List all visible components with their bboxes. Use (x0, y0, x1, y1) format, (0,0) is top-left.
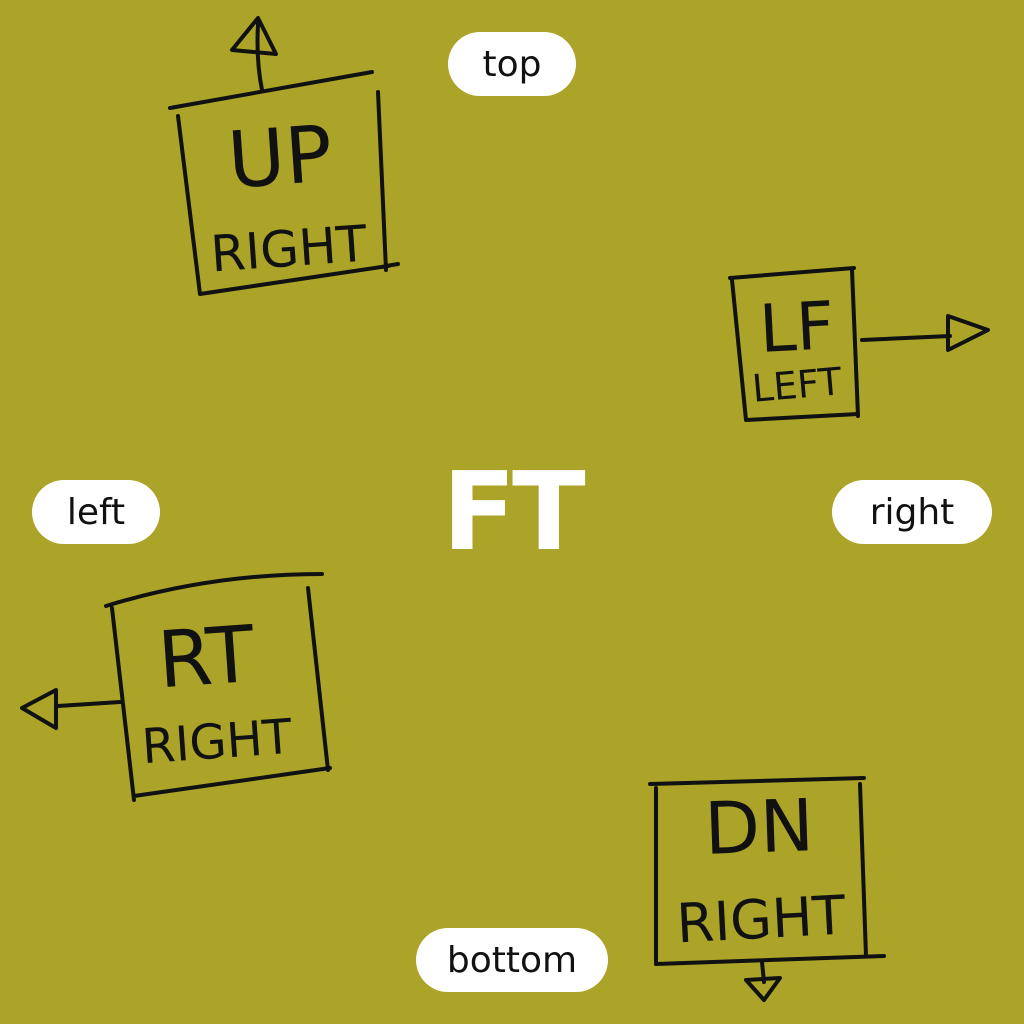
edge-label-left-text: left (66, 491, 126, 533)
box-rt: RT RIGHT (20, 572, 332, 802)
center-label: FT (442, 449, 585, 575)
box-rt-subtitle: RIGHT (140, 709, 294, 775)
box-dn: DN RIGHT (648, 776, 886, 1002)
box-dn-subtitle: RIGHT (675, 884, 848, 956)
box-up: UP RIGHT (168, 16, 400, 296)
edge-label-right: right (832, 480, 992, 544)
box-rt-frame (104, 572, 332, 802)
edge-label-top-text: top (482, 43, 542, 85)
arrow-left-icon (20, 688, 122, 730)
arrow-down-icon (744, 960, 782, 1002)
box-rt-title: RT (155, 610, 258, 707)
box-dn-title: DN (703, 783, 815, 871)
edge-label-bottom-text: bottom (446, 939, 578, 981)
box-lf-title: LF (757, 287, 836, 368)
box-up-subtitle: RIGHT (209, 215, 369, 284)
edge-label-right-text: right (869, 491, 955, 533)
edge-label-left: left (32, 480, 160, 544)
box-lf: LF LEFT (728, 266, 990, 422)
arrow-right-icon (860, 314, 990, 352)
arrow-up-icon (230, 16, 278, 92)
box-lf-subtitle: LEFT (750, 359, 844, 411)
box-up-frame (168, 70, 400, 296)
edge-label-bottom: bottom (416, 928, 608, 992)
edge-label-top: top (448, 32, 576, 96)
box-lf-frame (728, 266, 860, 422)
box-up-title: UP (225, 110, 335, 207)
box-dn-frame (648, 776, 886, 966)
